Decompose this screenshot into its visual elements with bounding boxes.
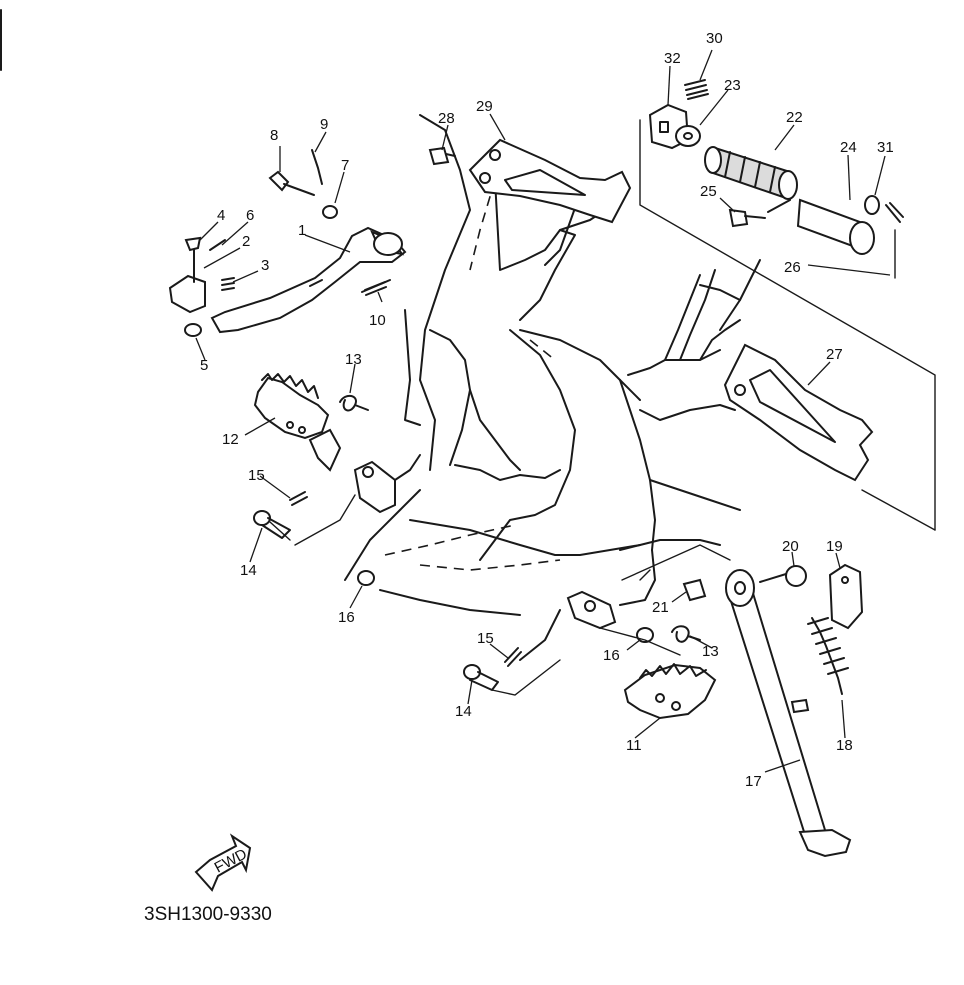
callout-3: 3	[261, 257, 269, 274]
part-29-bracket	[468, 138, 632, 224]
callout-18: 18	[836, 737, 853, 754]
callout-23: 23	[724, 77, 741, 94]
callout-14-left: 14	[240, 562, 257, 579]
part-15-pin-right	[504, 647, 522, 667]
callout-15-left: 15	[248, 467, 265, 484]
part-8-bolt	[268, 170, 315, 196]
callout-16-left: 16	[338, 609, 355, 626]
callout-numbers: 30 32 23 22 24 31 25 26 28 29 27 8 9 7 4…	[200, 30, 894, 790]
callout-32: 32	[664, 50, 681, 67]
callout-9: 9	[320, 116, 328, 133]
callout-21: 21	[652, 599, 669, 616]
callout-30: 30	[706, 30, 723, 47]
callout-31: 31	[877, 139, 894, 156]
part-4-pin	[184, 236, 202, 283]
part-9-pin	[311, 149, 323, 185]
part-2-clevis	[168, 274, 206, 314]
callout-22: 22	[786, 109, 803, 126]
part-22-rubber	[704, 146, 798, 200]
part-26-pin	[885, 202, 904, 223]
assembly-lines	[269, 229, 896, 696]
callout-12: 12	[222, 431, 239, 448]
callout-24: 24	[840, 139, 857, 156]
part-15-pin-left	[289, 491, 308, 506]
part-23-washer	[675, 125, 701, 147]
part-21-collar	[682, 578, 707, 602]
part-19-plate	[828, 563, 864, 630]
callout-20: 20	[782, 538, 799, 555]
sidestand-pivot-pin	[790, 698, 810, 714]
part-7-washer	[322, 205, 338, 219]
part-10-spring	[361, 279, 391, 296]
callout-13-left: 13	[345, 351, 362, 368]
callout-14-right: 14	[455, 703, 472, 720]
callout-5: 5	[200, 357, 208, 374]
callout-17: 17	[745, 773, 762, 790]
callout-28: 28	[438, 110, 455, 127]
callout-2: 2	[242, 233, 250, 250]
part-17-sidestand	[725, 569, 852, 858]
part-30-spring	[684, 79, 709, 100]
callout-25: 25	[700, 183, 717, 200]
kit-bracket	[639, 119, 936, 531]
part-11-footpeg	[623, 663, 717, 720]
callout-4: 4	[217, 207, 225, 224]
right-footpeg-mount	[566, 590, 617, 630]
callout-26: 26	[784, 259, 801, 276]
left-footpeg-mount	[353, 460, 396, 514]
callout-16-right: 16	[603, 647, 620, 664]
part-27-bracket	[723, 343, 874, 482]
callout-19: 19	[826, 538, 843, 555]
part-25-pin	[728, 199, 791, 228]
part-14-pin-right	[463, 664, 499, 691]
part-16-washer-left	[357, 570, 375, 586]
fwd-arrow-icon: FWD	[194, 833, 252, 892]
part-18-spring	[807, 617, 849, 695]
part-31-washer	[864, 195, 880, 215]
callout-1: 1	[298, 222, 306, 239]
callout-8: 8	[270, 127, 278, 144]
part-3-spring	[221, 277, 235, 291]
part-28-bolt	[428, 146, 456, 166]
callout-13-right: 13	[702, 643, 719, 660]
part-24-peg	[796, 198, 875, 255]
part-6-pin	[209, 239, 226, 251]
callout-27: 27	[826, 346, 843, 363]
catalog-number: 3SH1300-9330	[144, 904, 272, 925]
part-1-brake-pedal	[210, 226, 407, 334]
part-12-footpeg	[253, 373, 342, 472]
part-13-spring-left	[339, 394, 369, 412]
callout-10: 10	[369, 312, 386, 329]
frame-outline	[344, 114, 761, 661]
part-14-pin-left	[253, 510, 291, 539]
callout-15-right: 15	[477, 630, 494, 647]
callout-29: 29	[476, 98, 493, 115]
leader-lines	[195, 49, 891, 773]
callout-6: 6	[246, 207, 254, 224]
callout-7: 7	[341, 157, 349, 174]
part-20-bolt	[759, 565, 807, 587]
part-5-washer	[184, 323, 202, 337]
callout-11: 11	[626, 737, 642, 754]
